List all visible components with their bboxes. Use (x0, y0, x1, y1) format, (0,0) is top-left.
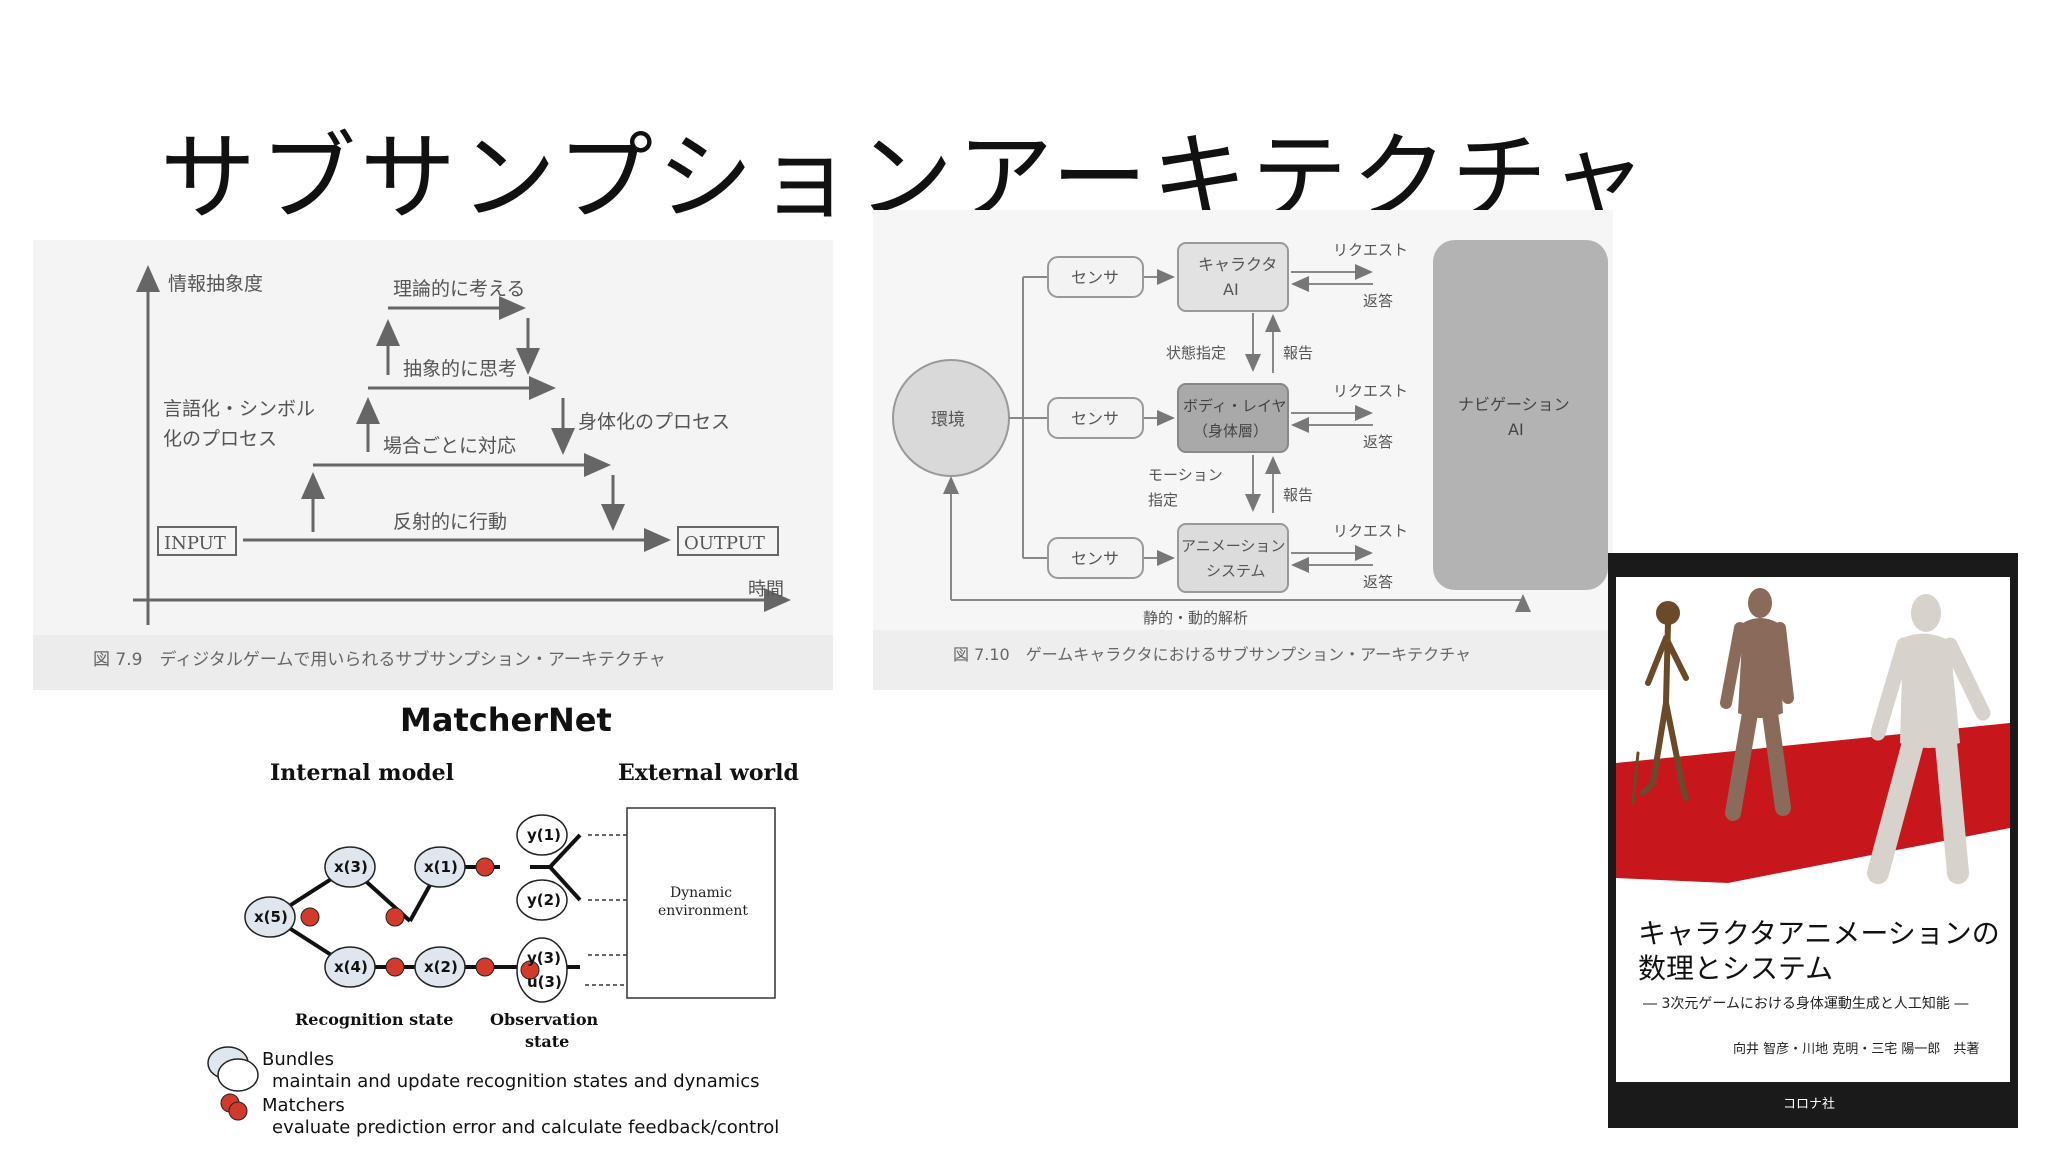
node-y3-u3 (516, 937, 568, 1003)
node-x5-label: x(5) (254, 908, 288, 926)
report-label-1: 報告 (1283, 344, 1313, 362)
output-label: OUTPUT (684, 533, 765, 554)
matchernet-diagram: MatcherNet Internal model External world… (207, 701, 799, 1138)
sensor-box-3 (1047, 537, 1144, 579)
node-x2 (414, 946, 466, 988)
legend-bundles-title: Bundles (262, 1049, 334, 1070)
character-ai-label-2: AI (1223, 280, 1239, 299)
input-label: INPUT (164, 533, 226, 554)
figure-7-10-caption: 図 7.10 ゲームキャラクタにおけるサブサンプション・アーキテクチャ (953, 645, 1471, 664)
request-label-1: リクエスト (1333, 241, 1408, 259)
sensor-label-1: センサ (1071, 268, 1119, 287)
book-cover-art: キャラクタアニメーションの 数理とシステム ― 3次元ゲームにおける身体運動生成… (1608, 553, 2018, 1128)
internal-model-label: Internal model (270, 760, 454, 786)
reply-label-2: 返答 (1363, 433, 1393, 451)
state-spec-label: 状態指定 (1166, 344, 1226, 362)
animation-label-2: システム (1206, 562, 1266, 580)
level1-label: 反射的に行動 (393, 511, 507, 533)
left-note-1: 言語化・シンボル (163, 398, 315, 420)
figure-7-10-diagram: 環境 センサ センサ (873, 240, 1613, 690)
node-x1-label: x(1) (424, 858, 458, 876)
figure-7-10: 環境 センサ センサ (873, 210, 1613, 690)
legend-matchers-title: Matchers (262, 1095, 345, 1116)
external-world-label: External world (618, 760, 799, 786)
navigation-ai-box (1433, 240, 1608, 590)
body-layer-box (1177, 383, 1289, 453)
dynamic-label-1: Dynamic (670, 885, 732, 901)
y-axis-label: 情報抽象度 (168, 273, 263, 295)
request-label-2: リクエスト (1333, 382, 1408, 400)
book-title-1: キャラクタアニメーションの (1638, 917, 2000, 950)
environment-label: 環境 (931, 410, 965, 430)
matcher-3 (385, 957, 405, 977)
dynamic-label-2: environment (658, 903, 748, 919)
book-title-2: 数理とシステム (1638, 952, 1833, 985)
observation-state-label-1: Observation (490, 1010, 599, 1029)
body-layer-label-2: （身体層） (1193, 422, 1268, 440)
x-axis-label: 時間 (748, 579, 784, 600)
skin-figure (1867, 594, 1991, 884)
sensor-box-2 (1047, 397, 1144, 439)
sensor-label-3: センサ (1071, 549, 1119, 568)
node-x5 (244, 896, 296, 938)
node-x2-label: x(2) (424, 958, 458, 976)
navigation-ai-label-1: ナビゲーション (1458, 395, 1570, 414)
observation-state-label-2: state (525, 1032, 569, 1051)
legend-matchers-desc: evaluate prediction error and calculate … (272, 1117, 779, 1138)
body-layer-label-1: ボディ・レイヤ (1183, 397, 1287, 415)
node-x3-label: x(3) (334, 858, 368, 876)
level2-label: 場合ごとに対応 (383, 435, 516, 457)
figure-7-9-caption: 図 7.9 ディジタルゲームで用いられるサブサンプション・アーキテクチャ (93, 649, 666, 670)
book-cover: キャラクタアニメーションの 数理とシステム ― 3次元ゲームにおける身体運動生成… (1608, 553, 2018, 1128)
motion-spec-label-2: 指定 (1148, 491, 1178, 509)
recognition-state-label: Recognition state (295, 1010, 453, 1029)
node-y3-label: y(3) (527, 949, 561, 967)
book-subtitle: ― 3次元ゲームにおける身体運動生成と人工知能 ― (1643, 995, 1968, 1012)
legend-bundles-desc: maintain and update recognition states a… (272, 1071, 760, 1092)
external-world-box (626, 807, 776, 999)
node-y2 (516, 879, 568, 921)
matcher-6 (520, 960, 540, 980)
matcher-5 (475, 857, 495, 877)
matcher-4 (475, 957, 495, 977)
right-note: 身体化のプロセス (578, 411, 730, 433)
node-y1-label: y(1) (527, 826, 561, 844)
book-publisher: コロナ社 (1783, 1096, 1835, 1112)
book-authors: 向井 智彦・川地 克明・三宅 陽一郎 共著 (1733, 1041, 1979, 1057)
node-x4-label: x(4) (334, 958, 368, 976)
figure-7-9: 情報抽象度 時間 理論的に考える 抽象的に思考 場合ごとに対応 反射的に行動 言… (33, 240, 833, 690)
reply-label-1: 返答 (1363, 292, 1393, 310)
figure-7-9-diagram: 情報抽象度 時間 理論的に考える 抽象的に思考 場合ごとに対応 反射的に行動 言… (33, 265, 833, 690)
muscle-figure (1720, 588, 1794, 821)
matcher-2 (385, 907, 405, 927)
node-x4 (324, 946, 376, 988)
skeleton-figure (1631, 601, 1689, 805)
reply-label-3: 返答 (1363, 573, 1393, 591)
animation-system-box (1177, 523, 1289, 593)
matchernet-figure: MatcherNet Internal model External world… (190, 695, 830, 1145)
navigation-ai-label-2: AI (1508, 420, 1524, 439)
character-ai-box (1177, 242, 1289, 312)
matchernet-title: MatcherNet (400, 701, 612, 739)
sensor-box-1 (1047, 256, 1144, 298)
node-y1 (516, 814, 568, 856)
analysis-label: 静的・動的解析 (1143, 609, 1248, 627)
left-note-2: 化のプロセス (163, 428, 277, 450)
node-x3 (324, 846, 376, 888)
animation-label-1: アニメーション (1181, 537, 1285, 555)
request-label-3: リクエスト (1333, 522, 1408, 540)
node-x1 (414, 846, 466, 888)
sensor-label-2: センサ (1071, 409, 1119, 428)
matcher-1 (300, 907, 320, 927)
node-y2-label: y(2) (527, 891, 561, 909)
level4-label: 理論的に考える (393, 278, 525, 300)
report-label-2: 報告 (1283, 486, 1313, 504)
level3-label: 抽象的に思考 (403, 358, 517, 380)
motion-spec-label-1: モーション (1148, 466, 1223, 484)
node-u3-label: u(3) (527, 973, 562, 991)
character-ai-label-1: キャラクタ (1198, 255, 1277, 274)
